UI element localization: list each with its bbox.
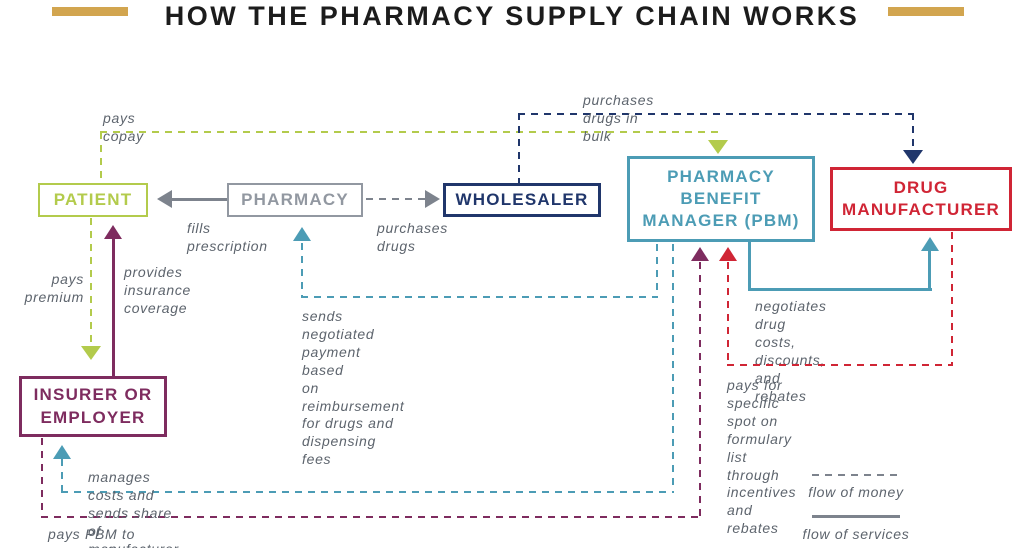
legend-flow-of-services-label: flow of services — [802, 526, 910, 542]
negotiated-payment-arrowhead-up-icon — [293, 227, 311, 241]
pays-pbm-arrowhead-up-icon — [691, 247, 709, 261]
manages-costs-arrowhead-up-icon — [53, 445, 71, 459]
provides-insurance-coverage-label: provides insurance coverage — [124, 264, 192, 316]
pays-premium-label: pays premium — [24, 271, 84, 305]
manages-costs-vertical-right — [672, 244, 674, 492]
purchases-drugs-arrowhead-right-icon — [425, 190, 440, 208]
pays-for-specific-spot-label: pays for specific spot on formulary list… — [727, 377, 797, 537]
formulary-vertical-right — [951, 232, 953, 365]
pays-copay-label: pays copay — [103, 110, 144, 144]
fills-prescription-shaft — [170, 198, 227, 201]
pays-copay-line-horizontal — [100, 131, 718, 133]
legend-solid-line-icon — [812, 515, 900, 518]
node-insurer-or-employer: INSURER OR EMPLOYER — [19, 376, 167, 437]
negotiates-vertical-left — [748, 242, 751, 291]
pays-pbm-label: pays PBM to manage its drug costs and ne… — [48, 526, 136, 548]
bulk-line-horizontal — [518, 113, 914, 115]
node-drug-manufacturer: DRUG MANUFACTURER — [830, 167, 1012, 231]
negotiated-payment-vertical-left — [301, 243, 303, 296]
insurance-coverage-shaft — [112, 238, 115, 376]
pays-pbm-vertical-left — [41, 438, 43, 517]
fills-prescription-arrowhead-left-icon — [157, 190, 172, 208]
bulk-line-vertical-left — [518, 113, 520, 183]
negotiates-arrowhead-up-icon — [921, 237, 939, 251]
pays-copay-arrowhead-down-icon — [708, 140, 728, 154]
node-wholesaler: WHOLESALER — [443, 183, 601, 217]
negotiates-vertical-right — [928, 251, 931, 289]
formulary-arrowhead-up-icon — [719, 247, 737, 261]
gold-bar-left — [52, 7, 128, 16]
pays-pbm-vertical-right — [699, 262, 701, 518]
pays-copay-line-vertical — [100, 132, 102, 183]
legend-flow-of-money-label: flow of money — [808, 484, 904, 500]
bulk-arrowhead-down-icon — [903, 150, 923, 164]
formulary-vertical-left — [727, 262, 729, 364]
negotiated-payment-vertical-right — [656, 244, 658, 296]
fills-prescription-label: fills prescription — [187, 220, 268, 254]
node-patient: PATIENT — [38, 183, 148, 217]
pays-premium-line — [90, 218, 92, 346]
manages-costs-vertical-left — [61, 459, 63, 492]
insurance-coverage-arrowhead-up-icon — [104, 225, 122, 239]
purchases-drugs-in-bulk-label: purchases drugs in bulk — [583, 92, 654, 144]
node-pbm: PHARMACY BENEFIT MANAGER (PBM) — [627, 156, 815, 242]
negotiates-drug-costs-label: negotiates drug costs, discounts, and re… — [755, 298, 827, 404]
negotiates-horizontal — [748, 288, 932, 291]
manages-costs-label: manages costs and sends share of manufac… — [88, 469, 178, 548]
pays-premium-arrowhead-down-icon — [81, 346, 101, 360]
purchases-drugs-shaft — [366, 198, 428, 200]
page-title: HOW THE PHARMACY SUPPLY CHAIN WORKS — [164, 1, 860, 31]
purchases-drugs-label: purchases drugs — [377, 220, 448, 254]
pays-pbm-horizontal — [41, 516, 701, 518]
sends-negotiated-payment-label: sends negotiated payment based on reimbu… — [302, 308, 405, 468]
node-pharmacy: PHARMACY — [227, 183, 363, 217]
manages-costs-horizontal — [61, 491, 674, 493]
negotiated-payment-horizontal — [301, 296, 658, 298]
formulary-horizontal — [727, 364, 953, 366]
bulk-line-vertical-right — [912, 113, 914, 150]
gold-bar-right — [888, 7, 964, 16]
legend-dashed-line-icon — [812, 474, 900, 476]
